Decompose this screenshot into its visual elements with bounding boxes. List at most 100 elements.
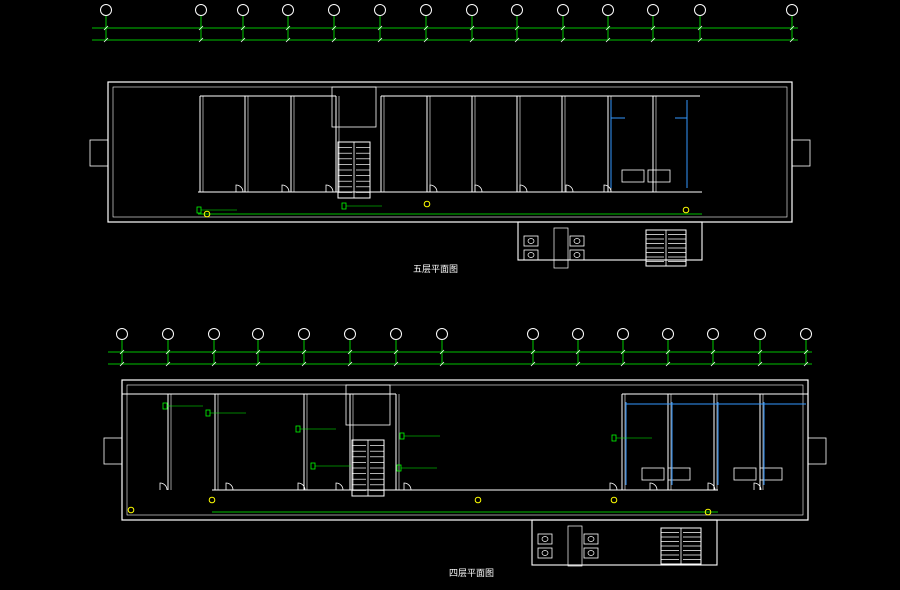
dimension-tick xyxy=(650,37,656,43)
dimension-tick xyxy=(665,349,671,355)
balcony-left xyxy=(103,437,123,465)
dimension-tick xyxy=(605,37,611,43)
door-swing xyxy=(603,184,612,193)
door-swing xyxy=(159,482,168,491)
dimension-tick xyxy=(575,361,581,367)
dimension-tick xyxy=(165,349,171,355)
dimension-tick xyxy=(211,361,217,367)
dimension-tick xyxy=(697,25,703,31)
washroom-fixture xyxy=(647,169,671,183)
light-fixture xyxy=(682,206,690,214)
grid-bubble xyxy=(100,4,112,16)
dimension-tick xyxy=(119,349,125,355)
dimension-tick xyxy=(165,361,171,367)
dimension-tick xyxy=(198,37,204,43)
grid-bubble xyxy=(800,328,812,340)
dimension-tick xyxy=(514,37,520,43)
toilet-fixture xyxy=(527,252,535,258)
dimension-tick xyxy=(423,25,429,31)
dimension-tick xyxy=(514,25,520,31)
grid-bubble xyxy=(420,4,432,16)
toilet-fixture xyxy=(587,550,595,556)
toilet-stall xyxy=(537,533,553,545)
door-swing xyxy=(707,482,716,491)
dimension-tick xyxy=(560,37,566,43)
door-swing xyxy=(565,184,574,193)
door-swing xyxy=(325,184,334,193)
dimension-tick xyxy=(347,361,353,367)
grid-bubble xyxy=(208,328,220,340)
dimension-tick xyxy=(469,25,475,31)
door-swing xyxy=(281,184,290,193)
annex-partition xyxy=(553,227,569,269)
dimension-tick xyxy=(605,25,611,31)
exterior-wall-inner xyxy=(126,384,804,516)
dimension-tick xyxy=(119,361,125,367)
grid-bubble xyxy=(195,4,207,16)
dimension-tick xyxy=(697,37,703,43)
dimension-tick xyxy=(255,361,261,367)
toilet-fixture xyxy=(541,550,549,556)
washroom-fixture xyxy=(759,467,783,481)
dimension-tick xyxy=(803,361,809,367)
dimension-tick xyxy=(377,25,383,31)
grid-bubble xyxy=(786,4,798,16)
dimension-tick xyxy=(439,349,445,355)
toilet-stall xyxy=(583,533,599,545)
dimension-tick xyxy=(757,349,763,355)
door-swing xyxy=(297,482,306,491)
annex-partition xyxy=(567,525,583,567)
dimension-tick xyxy=(285,25,291,31)
grid-bubble xyxy=(390,328,402,340)
dimension-tick xyxy=(650,25,656,31)
light-fixture xyxy=(474,496,482,504)
dimension-tick xyxy=(393,361,399,367)
dimension-tick xyxy=(301,361,307,367)
dimension-tick xyxy=(240,37,246,43)
light-fixture xyxy=(127,506,135,514)
dimension-tick xyxy=(285,37,291,43)
grid-bubble xyxy=(572,328,584,340)
door-swing xyxy=(225,482,234,491)
light-fixture xyxy=(610,496,618,504)
door-swing xyxy=(335,482,344,491)
grid-bubble xyxy=(527,328,539,340)
toilet-fixture xyxy=(541,536,549,542)
toilet-stall xyxy=(569,235,585,247)
balcony-left xyxy=(89,139,109,167)
dimension-tick xyxy=(211,349,217,355)
grid-bubble xyxy=(252,328,264,340)
door-swing xyxy=(753,482,762,491)
grid-bubble xyxy=(647,4,659,16)
dimension-tick xyxy=(710,349,716,355)
dimension-tick xyxy=(530,361,536,367)
grid-bubble xyxy=(282,4,294,16)
toilet-stall xyxy=(583,547,599,559)
dimension-tick xyxy=(469,37,475,43)
grid-bubble xyxy=(116,328,128,340)
dimension-tick xyxy=(789,37,795,43)
dimension-tick xyxy=(331,37,337,43)
grid-bubble xyxy=(162,328,174,340)
upper-floor-plan xyxy=(89,4,811,269)
door-swing xyxy=(403,482,412,491)
dimension-tick xyxy=(560,25,566,31)
dimension-tick xyxy=(301,349,307,355)
grid-bubble xyxy=(602,4,614,16)
annex-wall xyxy=(517,221,703,261)
dimension-tick xyxy=(423,37,429,43)
door-swing xyxy=(474,184,483,193)
toilet-stall xyxy=(569,249,585,261)
door-swing xyxy=(235,184,244,193)
dimension-tick xyxy=(103,37,109,43)
light-fixture xyxy=(423,200,431,208)
toilet-stall xyxy=(523,249,539,261)
dimension-tick xyxy=(393,349,399,355)
toilet-stall xyxy=(537,547,553,559)
grid-bubble xyxy=(328,4,340,16)
grid-bubble xyxy=(237,4,249,16)
dimension-tick xyxy=(620,349,626,355)
grid-bubble xyxy=(344,328,356,340)
grid-bubble xyxy=(694,4,706,16)
